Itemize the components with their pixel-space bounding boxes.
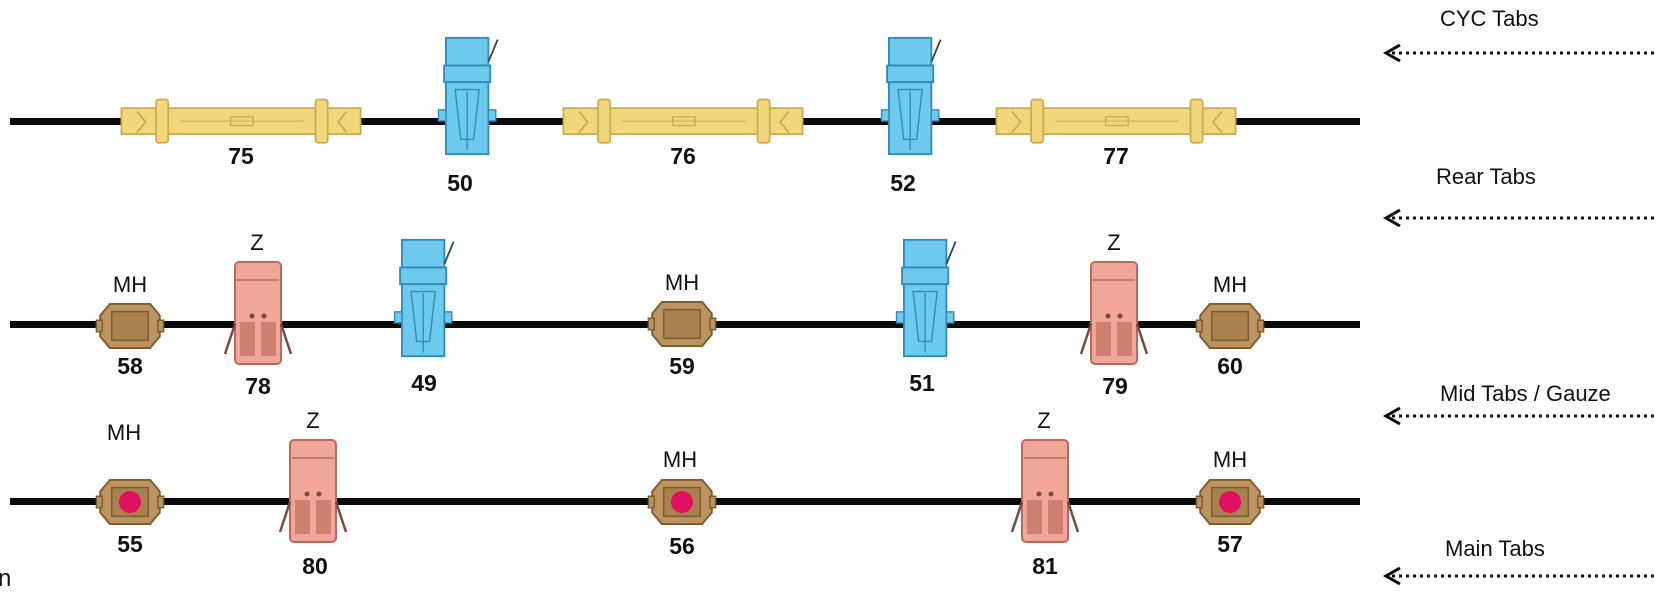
fixture-type-label: Z: [1037, 408, 1051, 433]
fixture-type-label: MH: [664, 270, 700, 295]
channel-number: 57: [1217, 531, 1243, 557]
cropped-text-fragment: n: [0, 565, 12, 592]
channel-number: 56: [669, 533, 695, 559]
fixture-type-label: MH: [1212, 447, 1248, 472]
channel-number: 80: [302, 553, 328, 579]
dotted-arrow-left-icon: [1382, 405, 1662, 427]
fixture-type-label: Z: [1107, 230, 1121, 255]
cyc-light-icon: [90, 96, 392, 148]
cyc-light-icon: [965, 96, 1267, 148]
gobo-dot-icon: [1219, 491, 1241, 513]
moving-head-icon: [646, 300, 718, 348]
channel-number: 51: [909, 370, 935, 396]
position-label-rear: Rear Tabs: [1436, 164, 1536, 189]
position-label-main: Main Tabs: [1445, 536, 1545, 561]
wash-light-icon: [388, 238, 462, 358]
channel-number: 76: [670, 143, 696, 169]
fixture-type-label: MH: [112, 272, 148, 297]
dotted-arrow-left-icon: [1382, 565, 1662, 587]
position-label-mid: Mid Tabs / Gauze: [1440, 381, 1611, 406]
channel-number: 55: [117, 531, 143, 557]
zoom-profile-icon: [277, 438, 349, 548]
gobo-dot-icon: [119, 491, 141, 513]
gobo-dot-icon: [671, 491, 693, 513]
channel-number: 49: [411, 370, 437, 396]
dotted-arrow-left-icon: [1382, 207, 1662, 229]
zoom-profile-icon: [1009, 438, 1081, 548]
channel-number: 59: [669, 353, 695, 379]
fixture-type-label: Z: [306, 408, 320, 433]
channel-number: 75: [228, 143, 254, 169]
channel-number: 79: [1102, 373, 1128, 399]
channel-number: 50: [447, 170, 473, 196]
channel-number: 77: [1103, 143, 1129, 169]
position-label-cyc: CYC Tabs: [1440, 6, 1539, 31]
fixture-type-label: MH: [1212, 272, 1248, 297]
channel-number: 78: [245, 373, 271, 399]
fixture-type-label: MH: [662, 447, 698, 472]
dotted-arrow-left-icon: [1382, 42, 1662, 64]
channel-number: 60: [1217, 353, 1243, 379]
channel-number: 52: [890, 170, 916, 196]
zoom-profile-icon: [222, 260, 294, 370]
fixture-type-label: Z: [250, 230, 264, 255]
channel-number: 58: [117, 353, 143, 379]
cyc-light-icon: [532, 96, 834, 148]
zoom-profile-icon: [1078, 260, 1150, 370]
wash-light-icon: [432, 36, 506, 156]
wash-light-icon: [890, 238, 964, 358]
fixture-type-label: MH: [106, 420, 142, 445]
channel-number: 81: [1032, 553, 1058, 579]
moving-head-icon: [94, 302, 166, 350]
wash-light-icon: [875, 36, 949, 156]
moving-head-icon: [1194, 302, 1266, 350]
